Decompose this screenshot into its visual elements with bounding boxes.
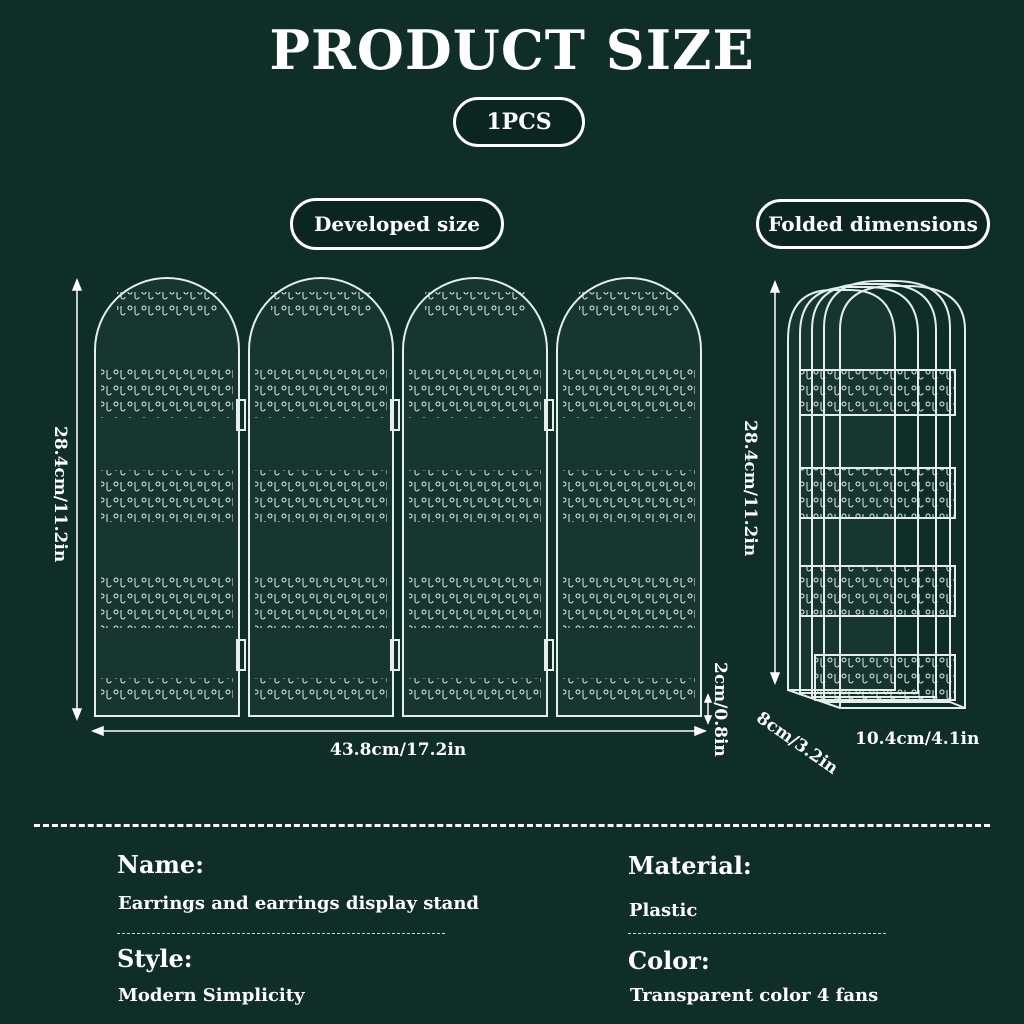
folded-stand bbox=[787, 280, 966, 709]
color-value: Transparent color 4 fans bbox=[630, 985, 879, 1006]
developed-width-dim: 43.8cm/17.2in bbox=[330, 740, 467, 760]
name-separator bbox=[117, 933, 445, 934]
hook-row bbox=[563, 576, 695, 628]
developed-size-label: Developed size bbox=[290, 198, 504, 250]
page-title: PRODUCT SIZE bbox=[269, 18, 755, 82]
dimension-arrows bbox=[71, 277, 781, 737]
base-height-dim: 2cm/0.8in bbox=[710, 662, 730, 757]
unfolded-stand bbox=[94, 277, 702, 717]
hook-row bbox=[563, 470, 695, 522]
section-divider bbox=[34, 824, 990, 827]
hook-row bbox=[255, 576, 387, 628]
hook-row bbox=[409, 678, 541, 700]
hook-row bbox=[101, 576, 233, 628]
hinge bbox=[390, 639, 400, 671]
hook-row bbox=[255, 366, 387, 418]
name-value: Earrings and earrings display stand bbox=[118, 893, 480, 914]
hinge bbox=[544, 399, 554, 431]
material-separator bbox=[628, 933, 886, 934]
hook-row bbox=[255, 678, 387, 700]
material-label: Material: bbox=[628, 851, 752, 880]
hook-row bbox=[563, 366, 695, 418]
style-value: Modern Simplicity bbox=[118, 985, 305, 1006]
hook-row bbox=[101, 366, 233, 418]
arch-hook-row bbox=[271, 292, 371, 316]
hinge bbox=[236, 639, 246, 671]
color-label: Color: bbox=[628, 946, 710, 975]
hook-row bbox=[409, 470, 541, 522]
name-label: Name: bbox=[117, 850, 205, 879]
hook-row bbox=[255, 470, 387, 522]
style-label: Style: bbox=[117, 944, 193, 973]
hinge bbox=[544, 639, 554, 671]
hook-row bbox=[563, 678, 695, 700]
hook-row bbox=[409, 576, 541, 628]
developed-height-dim: 28.4cm/11.2in bbox=[50, 426, 70, 563]
folded-width-dim: 10.4cm/4.1in bbox=[855, 729, 980, 749]
arch-hook-row bbox=[425, 292, 525, 316]
hinge bbox=[236, 399, 246, 431]
arch-hook-row bbox=[579, 292, 679, 316]
folded-height-dim: 28.4cm/11.2in bbox=[740, 420, 760, 557]
arch-hook-row bbox=[117, 292, 217, 316]
folded-dimensions-label: Folded dimensions bbox=[756, 199, 990, 249]
material-value: Plastic bbox=[629, 900, 698, 921]
hinge bbox=[390, 399, 400, 431]
quantity-badge: 1PCS bbox=[453, 97, 585, 147]
hook-row bbox=[101, 470, 233, 522]
hook-row bbox=[409, 366, 541, 418]
hook-row bbox=[101, 678, 233, 700]
